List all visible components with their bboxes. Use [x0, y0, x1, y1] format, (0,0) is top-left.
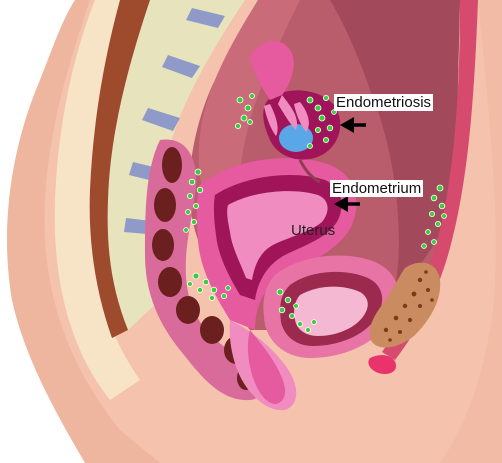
label-endometriosis: Endometriosis: [334, 94, 433, 111]
label-endometrium: Endometrium: [330, 180, 423, 197]
label-uterus: Uterus: [291, 222, 335, 239]
